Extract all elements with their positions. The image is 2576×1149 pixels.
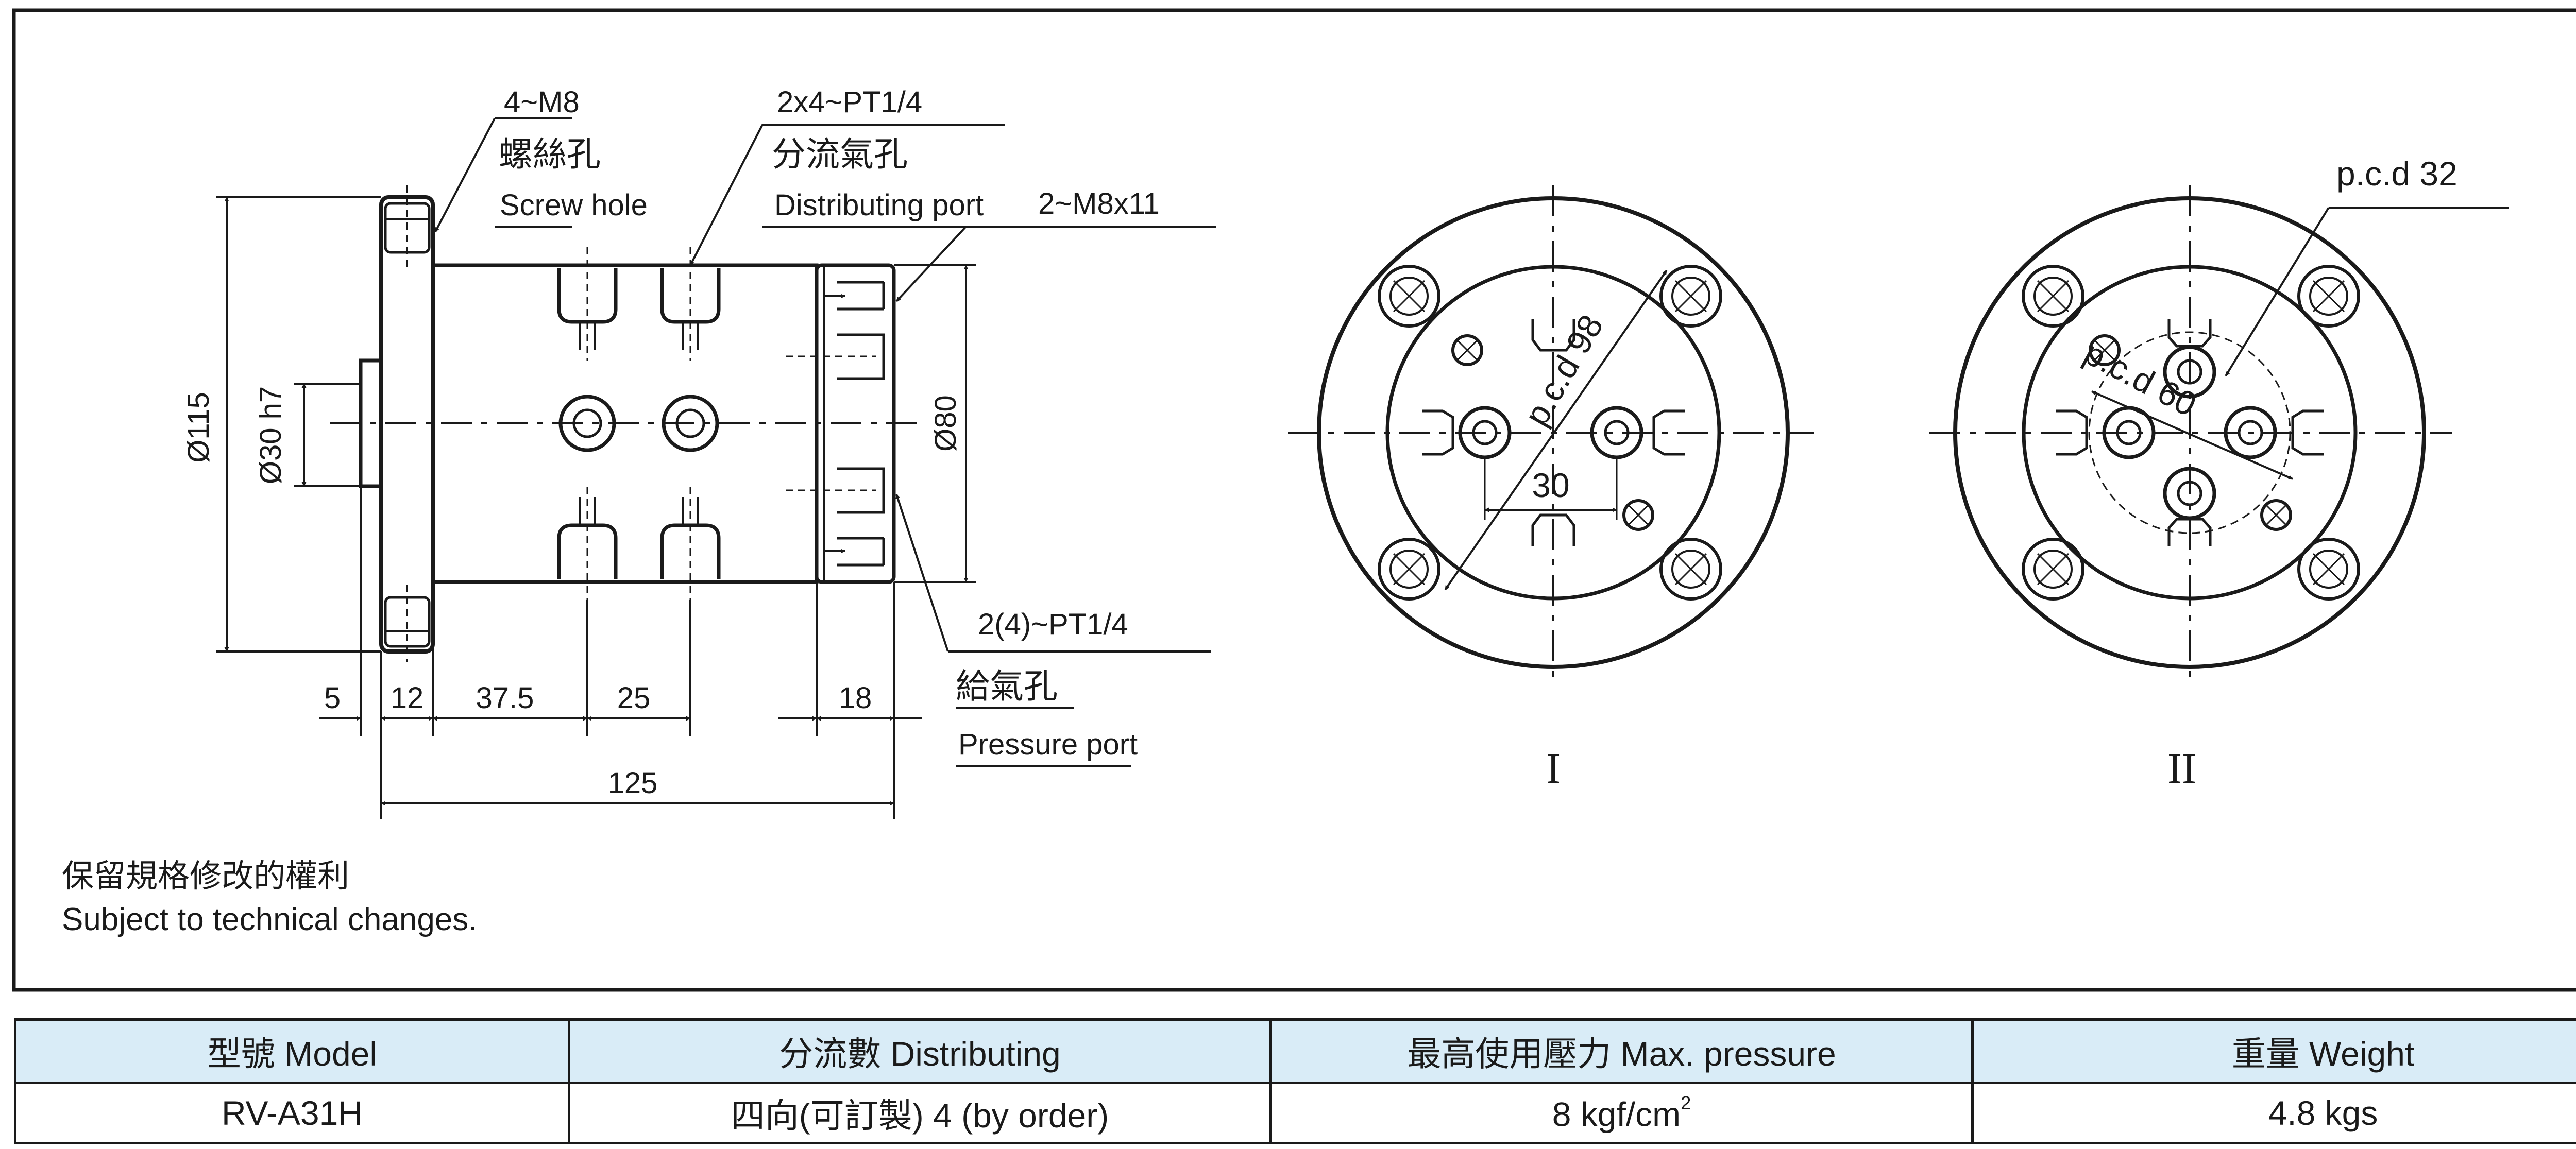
header-pressure: 最高使用壓力 Max. pressure: [1269, 1018, 1974, 1084]
value-weight: 4.8 kgs: [1971, 1082, 2576, 1144]
rotor: [815, 263, 896, 584]
dim-d115: Ø115: [182, 392, 215, 463]
pressure-port-size: 2(4)~PT1/4: [978, 608, 1128, 641]
dim-125: 125: [608, 766, 658, 800]
side-view: [330, 185, 922, 662]
header-model: 型號 Model: [14, 1018, 570, 1084]
view-one-spacing: 30: [1532, 466, 1569, 504]
dist-port-size: 2x4~PT1/4: [777, 85, 922, 119]
outer-flange: [1953, 196, 2426, 669]
body-face: [2022, 265, 2358, 601]
dim-25: 25: [617, 681, 651, 715]
dist-port-en: Distributing port: [774, 188, 984, 222]
drawing-frame: [12, 8, 2576, 992]
end-view-two-text: p.c.d 32 p.c.d 60 II: [2078, 155, 2457, 793]
view-one-label: I: [1546, 745, 1561, 793]
header-distributing: 分流數 Distributing: [568, 1018, 1272, 1084]
spec-value-row: RV-A31H 四向(可訂製) 4 (by order) 8 kgf/cm2 4…: [14, 1082, 2576, 1144]
value-model: RV-A31H: [14, 1082, 570, 1144]
screw-hole-en: Screw hole: [500, 188, 648, 222]
pressure-port-en: Pressure port: [958, 728, 1138, 761]
outer-flange: [1317, 196, 1790, 669]
value-pressure: 8 kgf/cm2: [1269, 1082, 1974, 1144]
dim-5: 5: [324, 681, 341, 715]
dim-12: 12: [391, 681, 424, 715]
pressure-unit-exponent: 2: [1681, 1092, 1691, 1113]
notes: 保留規格修改的權利 Subject to technical changes.: [62, 857, 478, 937]
end-view-two: [1929, 185, 2509, 685]
pressure-port-zh: 給氣孔: [956, 666, 1058, 706]
dim-d80: Ø80: [929, 395, 962, 452]
screw-hole-size: 4~M8: [504, 85, 580, 119]
callout-leaders: [434, 117, 1216, 767]
spec-header-row: 型號 Model 分流數 Distributing 最高使用壓力 Max. pr…: [14, 1018, 2576, 1084]
note-en: Subject to technical changes.: [62, 902, 478, 937]
end-view-one: [1288, 185, 1814, 685]
view-two-label: II: [2167, 745, 2196, 793]
screw-hole-zh: 螺絲孔: [499, 134, 601, 174]
value-distributing: 四向(可訂製) 4 (by order): [568, 1082, 1272, 1144]
view-two-pcd-outer: p.c.d 32: [2336, 155, 2458, 193]
side-view-dimensions: [216, 196, 976, 819]
pressure-value: 8 kgf/cm: [1552, 1095, 1681, 1134]
side-view-text: 4~M8 螺絲孔 Screw hole 2x4~PT1/4 分流氣孔 Distr…: [182, 85, 1160, 800]
spec-table: 型號 Model 分流數 Distributing 最高使用壓力 Max. pr…: [14, 1018, 2576, 1144]
note-zh: 保留規格修改的權利: [62, 857, 349, 895]
header-weight: 重量 Weight: [1971, 1018, 2576, 1084]
dim-d30h7: Ø30 h7: [254, 386, 287, 484]
body-face: [1385, 265, 1721, 601]
dist-port-zh: 分流氣孔: [772, 134, 908, 174]
dim-18: 18: [839, 681, 872, 715]
tap-size: 2~M8x11: [1038, 187, 1160, 220]
end-view-one-text: p.c.d 98 30 I: [1517, 308, 1611, 793]
dim-37-5: 37.5: [476, 681, 534, 715]
